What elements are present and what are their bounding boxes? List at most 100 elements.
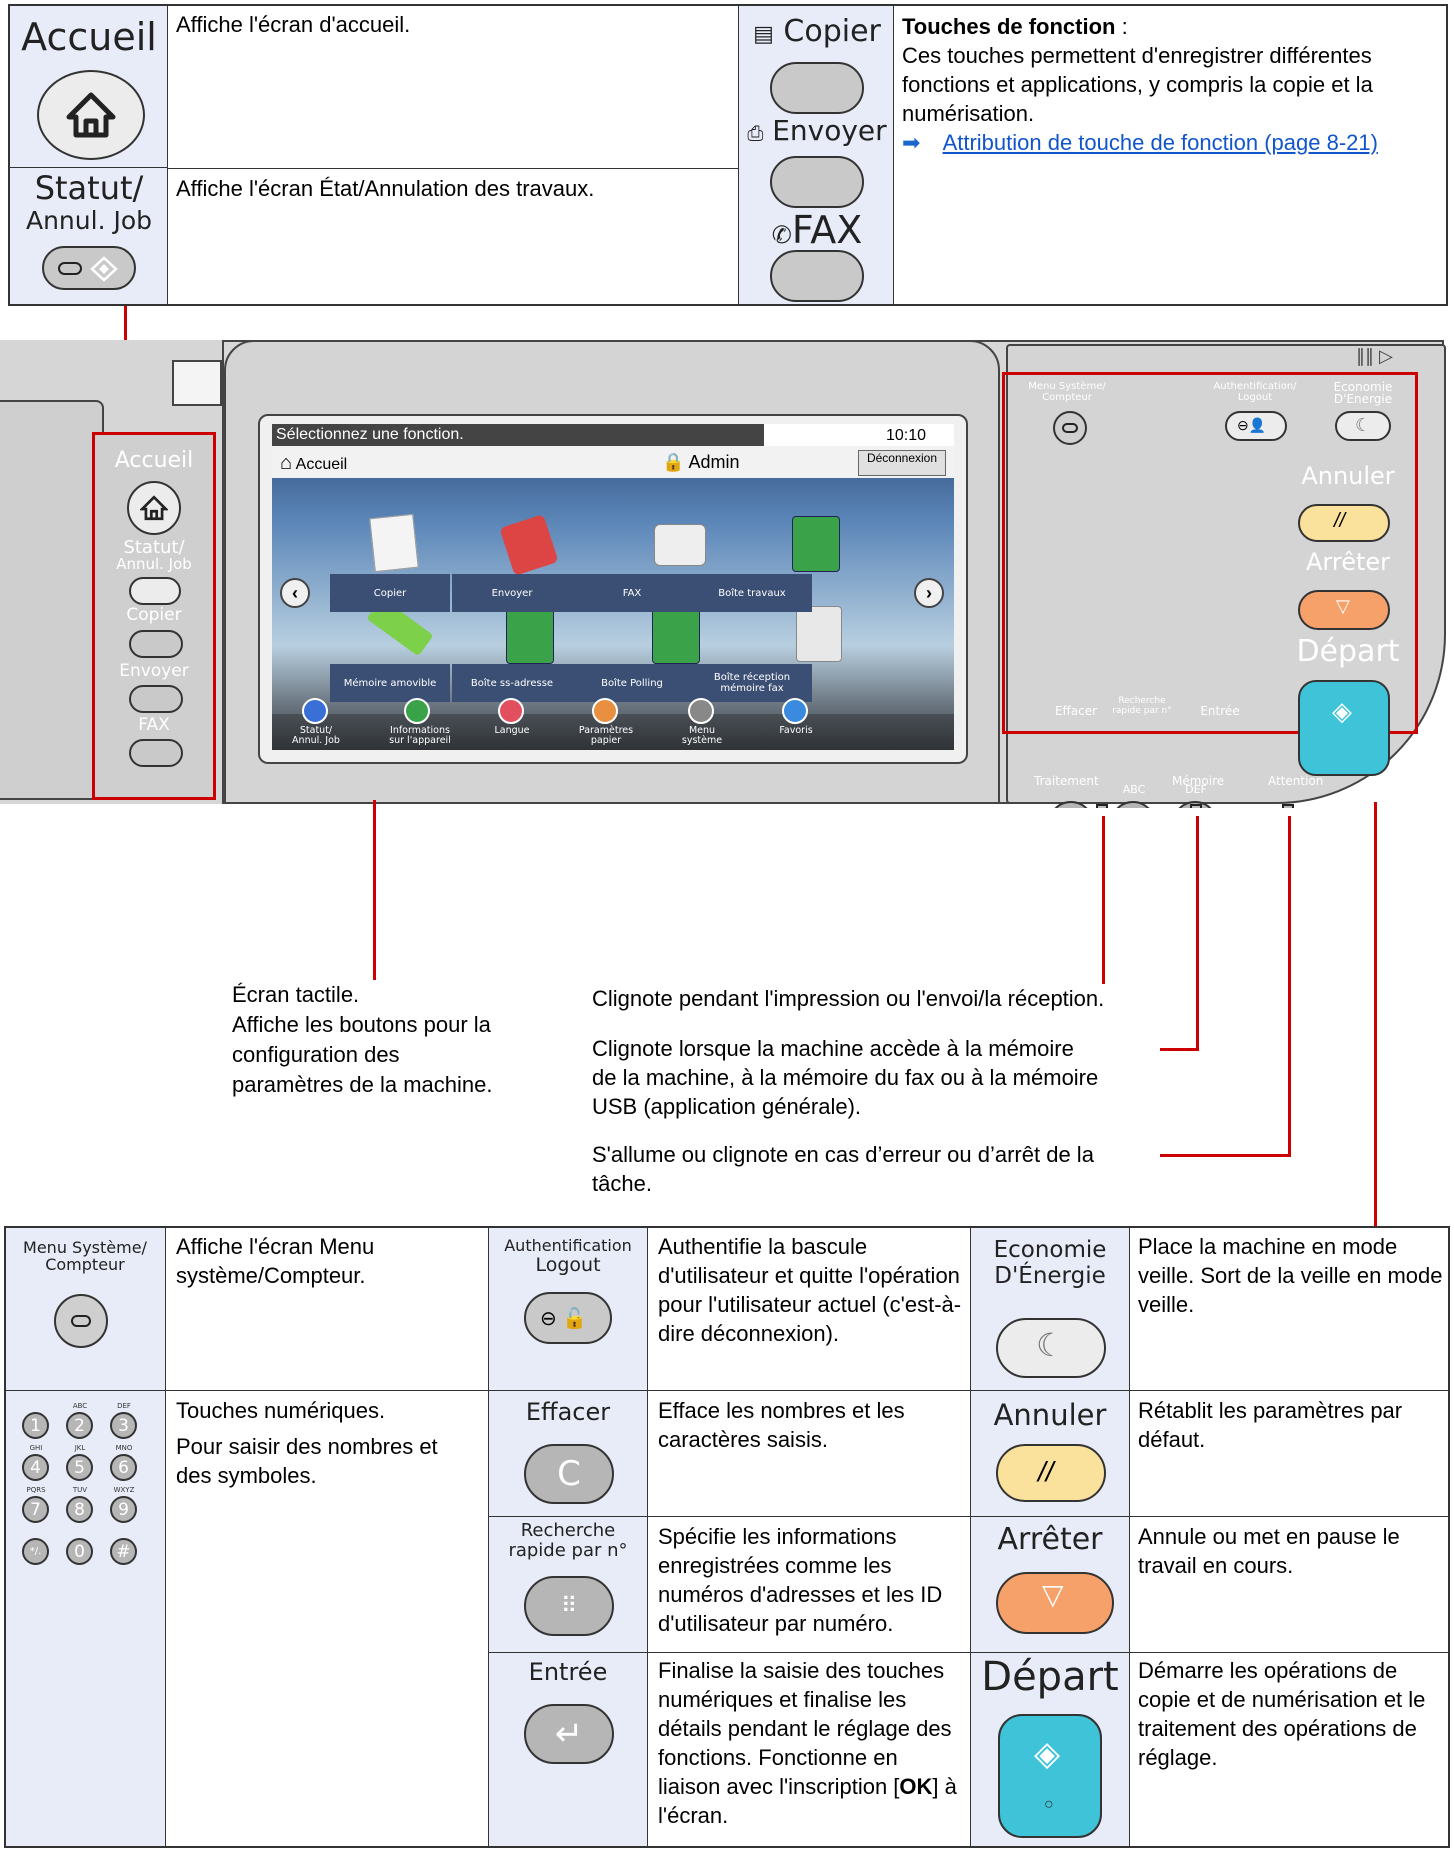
callout-line [1196, 816, 1199, 1050]
callout-line [373, 800, 376, 980]
annuler-button[interactable]: // [1298, 504, 1390, 542]
entree-desc-bold: OK [899, 1774, 933, 1799]
entree-key[interactable]: ↵ [524, 1704, 614, 1764]
panel-envoyer-button[interactable] [129, 685, 183, 713]
mini-numpad-key: 0 [66, 1538, 93, 1565]
menu-desc: Affiche l'écran Menu système/Compteur. [176, 1234, 375, 1288]
mini-numpad-letters: WXYZ [113, 1486, 135, 1494]
panel-statut-button[interactable] [129, 577, 181, 605]
right-panel-bars-icon: ∥∥ ▷ [1356, 346, 1393, 366]
statut-key-cell: Statut/ Annul. Job [10, 168, 168, 304]
statut-key-label-2: Annul. Job [25, 206, 152, 235]
envoyer-key-label: ⎙ Envoyer [739, 116, 895, 145]
moon-icon: ☾ [1036, 1327, 1065, 1363]
home-icon: ⌂ [280, 452, 293, 474]
eco-key[interactable]: ☾ [996, 1318, 1106, 1378]
callout-ecran: Écran tactile. Affiche les boutons pour … [232, 980, 492, 1100]
callout-attention-2: tâche. [592, 1171, 652, 1196]
arreter-button[interactable]: ▽ [1298, 590, 1390, 630]
dock-info[interactable]: Informations sur l'appareil [389, 725, 451, 746]
callout-attention-1: S'allume ou clignote en cas d’erreur ou … [592, 1142, 1094, 1167]
eco-desc: Place la machine en mode veille. Sort de… [1138, 1234, 1443, 1317]
app-boite-travaux[interactable]: Boîte travaux [692, 574, 812, 612]
annuler-key-label: Annuler [993, 1398, 1107, 1432]
panel-fax-button[interactable] [129, 739, 183, 767]
panel-statut-label-1: Statut/ [123, 537, 185, 558]
fax-button[interactable] [770, 250, 864, 302]
app-boite-polling[interactable]: Boîte Polling [572, 664, 692, 702]
eco-button[interactable]: ☾ [1335, 411, 1391, 441]
envoyer-button[interactable] [770, 156, 864, 208]
copier-button[interactable] [770, 62, 864, 114]
auth-key[interactable]: ⊖ 🔓 [524, 1292, 612, 1344]
mini-numpad-letters: DEF [117, 1402, 131, 1410]
numpad-letters: ABC [1122, 783, 1146, 796]
mini-numpad-letters: MNO [115, 1444, 133, 1452]
fax-icon: ✆ [771, 221, 792, 249]
logout-button[interactable]: Déconnexion [858, 450, 946, 476]
auth-button[interactable]: ⊖👤 [1225, 411, 1287, 441]
app-memoire-amovible[interactable]: Mémoire amovible [330, 664, 450, 702]
recherche-key[interactable]: ⠿ [524, 1576, 614, 1636]
touch-screen[interactable]: Sélectionnez une fonction. 10:10 ⌂ Accue… [272, 424, 954, 750]
menu-systeme-button[interactable] [1053, 411, 1087, 445]
dock-langue[interactable]: Langue [494, 725, 530, 736]
panel-copier-label: Copier [126, 605, 182, 625]
depart-button[interactable]: ◈ [1298, 680, 1390, 776]
led-traitement: Traitement [1034, 774, 1099, 788]
panel-accueil-label: Accueil [114, 448, 194, 473]
dock-papier[interactable]: Paramètres papier [578, 725, 634, 746]
arreter-key[interactable]: ▽ [996, 1572, 1114, 1634]
lock-user-icon: ⊖ 🔓 [540, 1308, 588, 1330]
prev-page-button[interactable]: ‹ [280, 578, 310, 608]
callout-memoire-3: USB (application générale). [592, 1094, 862, 1119]
home-icon [66, 92, 116, 138]
copier-app-icon [369, 513, 419, 573]
screen-user: 🔒 Admin [662, 452, 739, 473]
callout-ecran-3: configuration des [232, 1042, 400, 1067]
dock-favoris[interactable]: Favoris [779, 725, 813, 736]
callout-memoire-1: Clignote lorsque la machine accède à la … [592, 1036, 1074, 1061]
fn-link[interactable]: Attribution de touche de fonction (page … [942, 130, 1378, 155]
menu-systeme-key[interactable] [54, 1294, 108, 1348]
effacer-key[interactable]: C [524, 1444, 614, 1504]
menu-key-label: Menu Système/ Compteur [23, 1238, 147, 1274]
callout-line [1374, 802, 1377, 1226]
callout-line [1288, 816, 1291, 1156]
recherche-key-label-2: rapide par n° [508, 1540, 628, 1561]
app-boite-ss-adresse[interactable]: Boîte ss-adresse [452, 664, 572, 702]
app-boite-reception-fax[interactable]: Boîte réception mémoire fax [692, 664, 812, 702]
app-envoyer[interactable]: Envoyer [452, 574, 572, 612]
fn-desc-colon: : [1115, 14, 1128, 39]
screen-home-label: Accueil [295, 456, 348, 473]
eco-label: Economie D'Energie [1333, 380, 1393, 406]
dock-menu[interactable]: Menu système [681, 725, 723, 746]
led-icon [71, 1315, 91, 1327]
mini-numpad-letters: GHI [29, 1444, 43, 1452]
lock-user-icon: ⊖👤 [1237, 417, 1267, 433]
callout-traitement: Clignote pendant l'impression ou l'envoi… [592, 986, 1105, 1011]
callout-ecran-2: Affiche les boutons pour la [232, 1012, 491, 1037]
mini-numpad-key: 1 [22, 1412, 49, 1439]
screen-home[interactable]: ⌂ Accueil [280, 452, 347, 475]
depart-key[interactable]: ◈ ○ [998, 1714, 1102, 1838]
dock-icon-menu [688, 698, 714, 724]
annuler-key[interactable]: // [996, 1444, 1106, 1502]
dock-statut[interactable]: Statut/ Annul. Job [292, 725, 340, 746]
stop-icon: ▽ [1042, 1579, 1064, 1610]
screen-subbar [272, 446, 954, 478]
accueil-button[interactable] [37, 70, 145, 160]
app-copier[interactable]: Copier [330, 574, 450, 612]
arreter-key-label: Arrêter [997, 1522, 1103, 1557]
panel-accueil-button[interactable] [127, 481, 181, 535]
callout-attention: S'allume ou clignote en cas d’erreur ou … [592, 1140, 1094, 1198]
panel-copier-button[interactable] [129, 630, 183, 658]
panel-left-inner [0, 400, 104, 800]
app-fax[interactable]: FAX [572, 574, 692, 612]
statut-button[interactable] [42, 246, 136, 290]
auth-label: Authentification/ Logout [1213, 381, 1297, 403]
callout-line [1160, 1154, 1291, 1157]
eco-key-label-2: D'Énergie [994, 1263, 1106, 1289]
led-memoire-lamp [1190, 804, 1202, 808]
next-page-button[interactable]: › [914, 578, 944, 608]
